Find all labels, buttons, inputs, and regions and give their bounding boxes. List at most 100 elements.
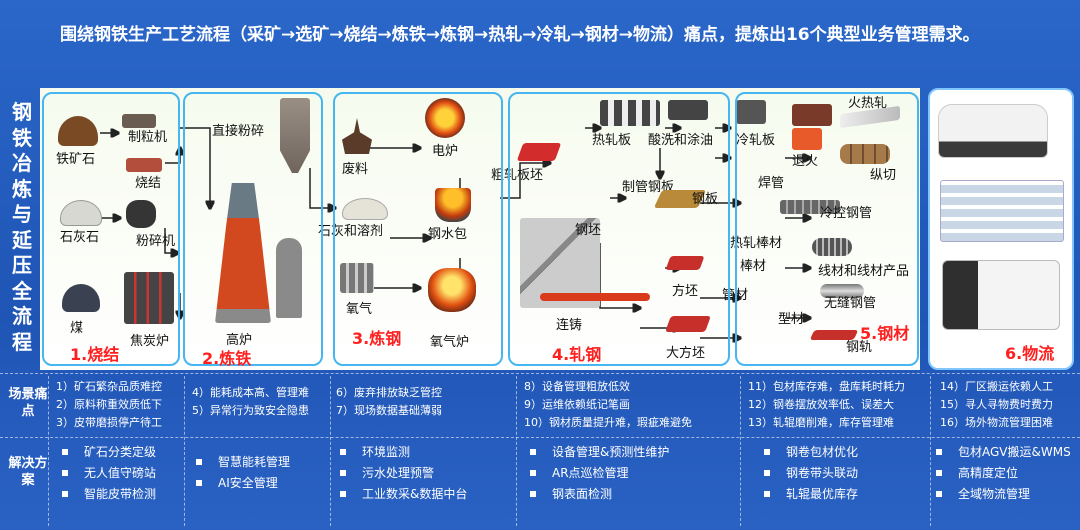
flow-label-crusher: 粉碎机: [136, 234, 176, 249]
side-title-char: 炼: [12, 176, 32, 201]
side-title-char: 延: [12, 227, 32, 252]
pain-point: 6）废弃排放缺乏管控: [336, 386, 442, 399]
solution-item: 钢表面检测: [530, 484, 669, 505]
pain-point: 7）现场数据基础薄弱: [336, 404, 442, 417]
flow-label-pelletizer: 制粒机: [128, 130, 168, 145]
flow-label-coal: 煤: [70, 321, 84, 336]
pain-point: 2）原料称重效质低下: [56, 398, 162, 411]
sinter-machine-illustration: [126, 158, 162, 172]
solution-item: 无人值守磅站: [62, 463, 156, 484]
solution-item: 钢卷包材优化: [764, 442, 858, 463]
flow-label-pickling: 酸洗和涂油: [648, 133, 714, 148]
col-divider: [516, 376, 517, 526]
solutions-col-sinter: 矿石分类定级 无人值守磅站 智能皮带检测: [62, 442, 156, 505]
flow-label-coke-oven: 焦炭炉: [130, 334, 170, 349]
solution-item: 轧辊最优库存: [764, 484, 858, 505]
solution-item: 钢卷带头联动: [764, 463, 858, 484]
pain-point: 16）场外物流管理困难: [940, 416, 1053, 429]
pain-point: 13）轧辊磨削难，库存管理难: [748, 416, 894, 429]
hot-stove-illustration: [276, 238, 302, 318]
pain-points-col-steel-products: 11）包材库存难，盘库耗时耗力 12）钢卷摆放效率低、误差大 13）轧辊磨削难，…: [748, 378, 905, 432]
flow-connectors: [100, 88, 920, 370]
oxygen-furnace-illustration: [428, 268, 476, 312]
solutions-col-steelmaking: 环境监测 污水处理预警 工业数采&数据中台: [340, 442, 467, 505]
flow-label-rough-slab: 粗轧板坯: [491, 168, 544, 183]
pelletizer-illustration: [122, 114, 156, 128]
flow-label-bar: 棒材: [740, 259, 767, 274]
electric-furnace-illustration: [425, 98, 465, 138]
flow-label-pipe-material: 管材: [722, 288, 749, 303]
side-title-char: 钢: [12, 100, 32, 124]
flow-label-slitting: 纵切: [870, 168, 897, 183]
row-divider: [0, 373, 1080, 374]
pain-point: 9）运维依赖纸记笔画: [524, 398, 630, 411]
pain-points-col-logistics: 14）厂区搬运依赖人工 15）寻人寻物费时费力 16）场外物流管理困难: [940, 378, 1053, 432]
flow-label-continuous-casting: 连铸: [556, 318, 583, 333]
process-flow-diagram: 铁矿石 制粒机 烧结 石灰石 粉碎机 煤 焦炭炉 直接粉碎 高炉 废料 电炉 石…: [40, 88, 920, 370]
flow-label-large-billet: 大方坯: [666, 346, 706, 361]
ladle-illustration: [435, 188, 471, 222]
side-title-char: 压: [12, 253, 32, 277]
flow-label-billet: 钢坯: [575, 223, 602, 238]
side-title-char: 冶: [12, 151, 32, 175]
col-divider: [740, 376, 741, 526]
col-divider: [330, 376, 331, 526]
solutions-col-logistics: 包材AGV搬运&WMS 高精度定位 全域物流管理: [936, 442, 1071, 505]
iron-ore-illustration: [58, 116, 98, 146]
coke-oven-illustration: [124, 272, 174, 324]
rolling-mill-illustration: [600, 100, 660, 126]
flow-label-sinter: 烧结: [135, 176, 162, 191]
stage-label-logistics: 6.物流: [1005, 344, 1055, 363]
flow-label-hot-rolled: 火热轧: [848, 96, 888, 111]
solution-item: 包材AGV搬运&WMS: [936, 442, 1071, 463]
flow-label-ladle: 钢水包: [428, 227, 468, 242]
pain-point: 4）能耗成本高、管理难: [192, 386, 309, 399]
cast-strand-illustration: [540, 293, 650, 301]
solution-item: 污水处理预警: [340, 463, 467, 484]
solution-item: 环境监测: [340, 442, 467, 463]
warehouse-map-illustration: [940, 180, 1064, 242]
pain-points-col-rolling: 8）设备管理粗放低效 9）运维依赖纸记笔画 10）钢材质量提升难，瑕疵难避免: [524, 378, 692, 432]
flow-label-oxygen-furnace: 氧气炉: [430, 335, 470, 350]
flow-label-annealing: 退火: [792, 154, 819, 169]
flow-label-section-steel: 型材: [778, 312, 805, 327]
stage-label-steelmaking: 3.炼钢: [352, 329, 402, 348]
solution-item: 智慧能耗管理: [196, 452, 290, 473]
flow-label-electric-furnace: 电炉: [432, 144, 459, 159]
wire-coil-illustration: [812, 238, 852, 256]
pickling-illustration: [668, 100, 708, 120]
pain-point: 5）异常行为致安全隐患: [192, 404, 309, 417]
pain-points-row-label: 场景痛点: [8, 387, 48, 419]
headline: 围绕钢铁生产工艺流程（采矿→选矿→烧结→炼铁→炼钢→热轧→冷轧→钢材→物流）痛点…: [60, 25, 980, 45]
col-divider: [184, 376, 185, 526]
coal-illustration: [62, 284, 100, 312]
flow-label-steel-plate: 钢板: [692, 192, 719, 207]
flow-label-limestone: 石灰石: [60, 230, 100, 245]
side-title-char: 流: [12, 304, 32, 328]
stage-label-steel-products: 5.钢材: [860, 324, 910, 343]
pipes-illustration: [780, 200, 840, 214]
side-title-char: 铁: [12, 125, 32, 150]
solution-item: AR点巡检管理: [530, 463, 669, 484]
pain-point: 12）钢卷摆放效率低、误差大: [748, 398, 894, 411]
flow-label-scrap: 废料: [342, 162, 369, 177]
pain-point: 10）钢材质量提升难，瑕疵难避免: [524, 416, 692, 429]
flow-label-hot-rolled-plate: 热轧板: [592, 133, 632, 148]
pain-points-col-sinter: 1）矿石繁杂品质难控 2）原料称重效质低下 3）皮带磨损停产待工: [56, 378, 162, 432]
solution-item: 智能皮带检测: [62, 484, 156, 505]
pain-point: 8）设备管理粗放低效: [524, 380, 630, 393]
side-title-char: 全: [12, 278, 32, 303]
solution-item: AI安全管理: [196, 473, 290, 494]
pain-point: 1）矿石繁杂品质难控: [56, 380, 162, 393]
flow-label-iron-ore: 铁矿石: [56, 152, 96, 167]
annealing-illustration: [792, 128, 822, 150]
rail-illustration: [809, 330, 859, 340]
hot-coil-illustration: [792, 104, 832, 126]
col-divider: [48, 376, 49, 526]
square-billet-illustration: [665, 256, 705, 270]
solution-item: 矿石分类定级: [62, 442, 156, 463]
flow-label-controlled-cooling: 冷控钢管: [820, 206, 873, 221]
truck-illustration: [942, 260, 1060, 330]
side-title-char: 与: [12, 202, 32, 226]
seamless-pipe-illustration: [820, 284, 864, 298]
